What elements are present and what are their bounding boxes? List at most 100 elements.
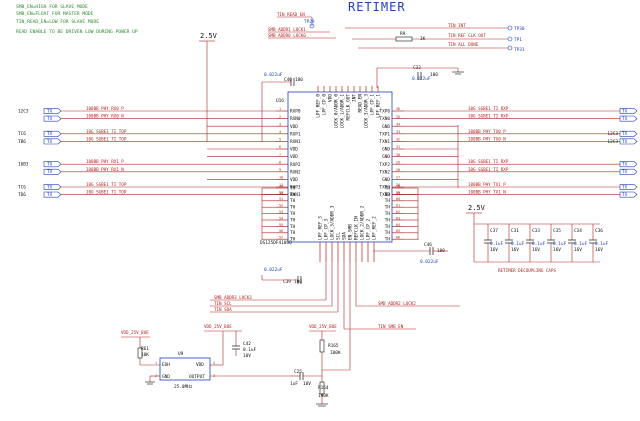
ic-top-pin-name: LPF_REF_1 <box>376 94 382 118</box>
decap-ref: C35 <box>553 228 561 234</box>
ic-right-pin-name: TXP3 <box>379 185 390 191</box>
ic-bottom-pin-name: REFCLK_IN <box>354 216 360 240</box>
left-connector-tag: TX <box>47 116 53 122</box>
osc-u9-body <box>159 357 211 381</box>
ic-right-pin-number: 33 <box>396 130 400 134</box>
right-offpage-connector[interactable] <box>619 108 638 114</box>
ic-top-pin-name: INT <box>352 94 358 102</box>
th-right-pin-name: TH <box>385 185 391 191</box>
ic-right-pin-number: 36 <box>396 107 400 111</box>
decap-value: 0.1uF <box>490 241 504 247</box>
decoupling-caption: RETIMER DECOUPLING CAPS <box>498 268 556 273</box>
left-signal-label: 10G SGBE1 TI TOP <box>86 190 127 195</box>
right-offpage-connector[interactable] <box>619 138 638 145</box>
ic-left-pin-number: 6 <box>279 145 281 149</box>
ic-left-pin-number: 8 <box>279 160 281 164</box>
right-offpage-connector[interactable] <box>619 115 638 122</box>
th-left-pin-name: TH <box>290 205 296 211</box>
note-2: SMB_EN=FLOAT FOR MASTER MODE <box>16 11 94 17</box>
right-connector-tag: TX <box>622 116 628 122</box>
th-left-pin-name: TH <box>290 237 296 243</box>
ic-top-pin-name: READ_EN <box>358 94 364 113</box>
tp31-testpoint[interactable] <box>507 45 513 51</box>
th-left-pin-name: TH <box>290 211 296 217</box>
left-offpage-connector[interactable] <box>43 184 62 190</box>
th-right-pin-name: TH <box>385 217 391 223</box>
th-right-pin-name: TH <box>385 211 391 217</box>
ic-right-pin-number: 31 <box>396 145 400 149</box>
osc-vdd-left-label: VDD_25V_BOE <box>121 330 149 335</box>
right-offpage-connector[interactable] <box>619 168 638 175</box>
smb-lock3-label: SMB ADDR3 LOCK3 <box>214 295 252 300</box>
right-signal-label: 10G SGBE1 TI RXP <box>468 159 509 164</box>
c25-value: 1uF <box>290 381 298 387</box>
c32-value: 0.022uF <box>412 76 431 82</box>
left-offpage-connector[interactable] <box>43 161 62 168</box>
th-left-pin-number: 55 <box>279 223 283 227</box>
decap-voltage: 16V <box>595 247 603 253</box>
c40-extra: 100 <box>295 77 303 83</box>
tp30-testpoint[interactable] <box>507 25 513 31</box>
ic-ref: U16 <box>276 98 284 104</box>
ic-top-pin-name: VDD <box>328 94 334 102</box>
left-offpage-connector[interactable] <box>43 108 62 114</box>
decap-voltage: 16V <box>532 247 540 253</box>
r9-ref: R9 <box>400 31 406 37</box>
left-connector-tag: TX <box>47 184 53 190</box>
decap-value: 0.1uF <box>595 241 609 247</box>
decap-value: 0.1uF <box>553 241 567 247</box>
ic-right-pin-name: TXN0 <box>379 116 390 122</box>
left-offpage-connector[interactable] <box>43 115 62 122</box>
left-offpage-connector[interactable] <box>43 130 62 137</box>
right-signal-label: 100BB PHY TX1 P <box>468 182 506 187</box>
ic-left-pin-number: 10 <box>279 176 283 180</box>
osc-ref: U9 <box>178 351 184 357</box>
refclk-vdd-label: VDD_25V_BOE <box>309 324 337 329</box>
decap-ref: C31 <box>511 228 519 234</box>
tp1-testpoint[interactable] <box>507 36 513 42</box>
ic-right-pin-number: 35 <box>396 115 400 119</box>
th-right-pin-number: 63 <box>396 216 400 220</box>
ic-top-pin-name: REFCLK_OUT <box>346 94 352 121</box>
left-offpage-connector[interactable] <box>43 168 62 175</box>
left-offpage-connector[interactable] <box>43 138 62 145</box>
right-connector-tag: TX <box>622 184 628 190</box>
ic-right-pin-name: TXN3 <box>379 192 390 198</box>
left-signal-label: 10G SGBE1 TI TOP <box>86 129 127 134</box>
ic-left-pin-name: VDD <box>290 177 298 183</box>
right-offpage-connector[interactable] <box>619 130 638 137</box>
ic-right-pin-name: GND <box>382 177 390 183</box>
left-offpage-connector[interactable] <box>43 191 62 198</box>
ic-right-pin-number: 32 <box>396 138 400 142</box>
th-left-pin-name: TH <box>290 217 296 223</box>
right-offpage-connector[interactable] <box>619 161 638 168</box>
tp29-testpoint[interactable] <box>309 23 315 29</box>
left-connector-ref: TB6 <box>18 139 26 145</box>
right-signal-label: 10G SGBE1 TI RXP <box>468 114 509 119</box>
right-offpage-connector[interactable] <box>619 191 638 198</box>
right-offpage-connector[interactable] <box>619 184 638 190</box>
c42-voltage: 10V <box>243 353 251 359</box>
r164-value: 100K <box>318 393 329 399</box>
ic-left-pin-number: 4 <box>279 130 281 134</box>
decap-value: 0.1uF <box>511 241 525 247</box>
ic-left-pin-number: 2 <box>279 115 281 119</box>
ic-right-pin-name: TXP1 <box>379 131 390 137</box>
ic-bottom-pin-name: LPF_REF_3 <box>318 216 324 240</box>
th-right-pin-name: TH <box>385 192 391 198</box>
c46-value: 0.022uF <box>420 259 439 265</box>
c40-ref: C40 <box>284 77 292 83</box>
osc-pin-vdd: VDD <box>196 362 204 368</box>
smb-lock2-label: SMB ADDR2 LOCK2 <box>378 301 416 306</box>
note-4: READ ENABLE TO BE DRIVEN LOW DURING POWE… <box>16 29 138 35</box>
right-connector-ref: 12C3 <box>607 131 618 137</box>
decap-voltage: 16V <box>490 247 498 253</box>
top-net-group: TIN READ EN TP29 SMB ADDR1 LOCK1 SMB ADD… <box>268 12 525 53</box>
ic-left-pin-name: RXP2 <box>290 162 301 168</box>
ic-bottom-pin-name: LPF_CP_3 <box>324 218 330 240</box>
th-right-pin-number: 64 <box>396 223 400 227</box>
osc-pin-output: OUTPUT <box>189 374 205 380</box>
